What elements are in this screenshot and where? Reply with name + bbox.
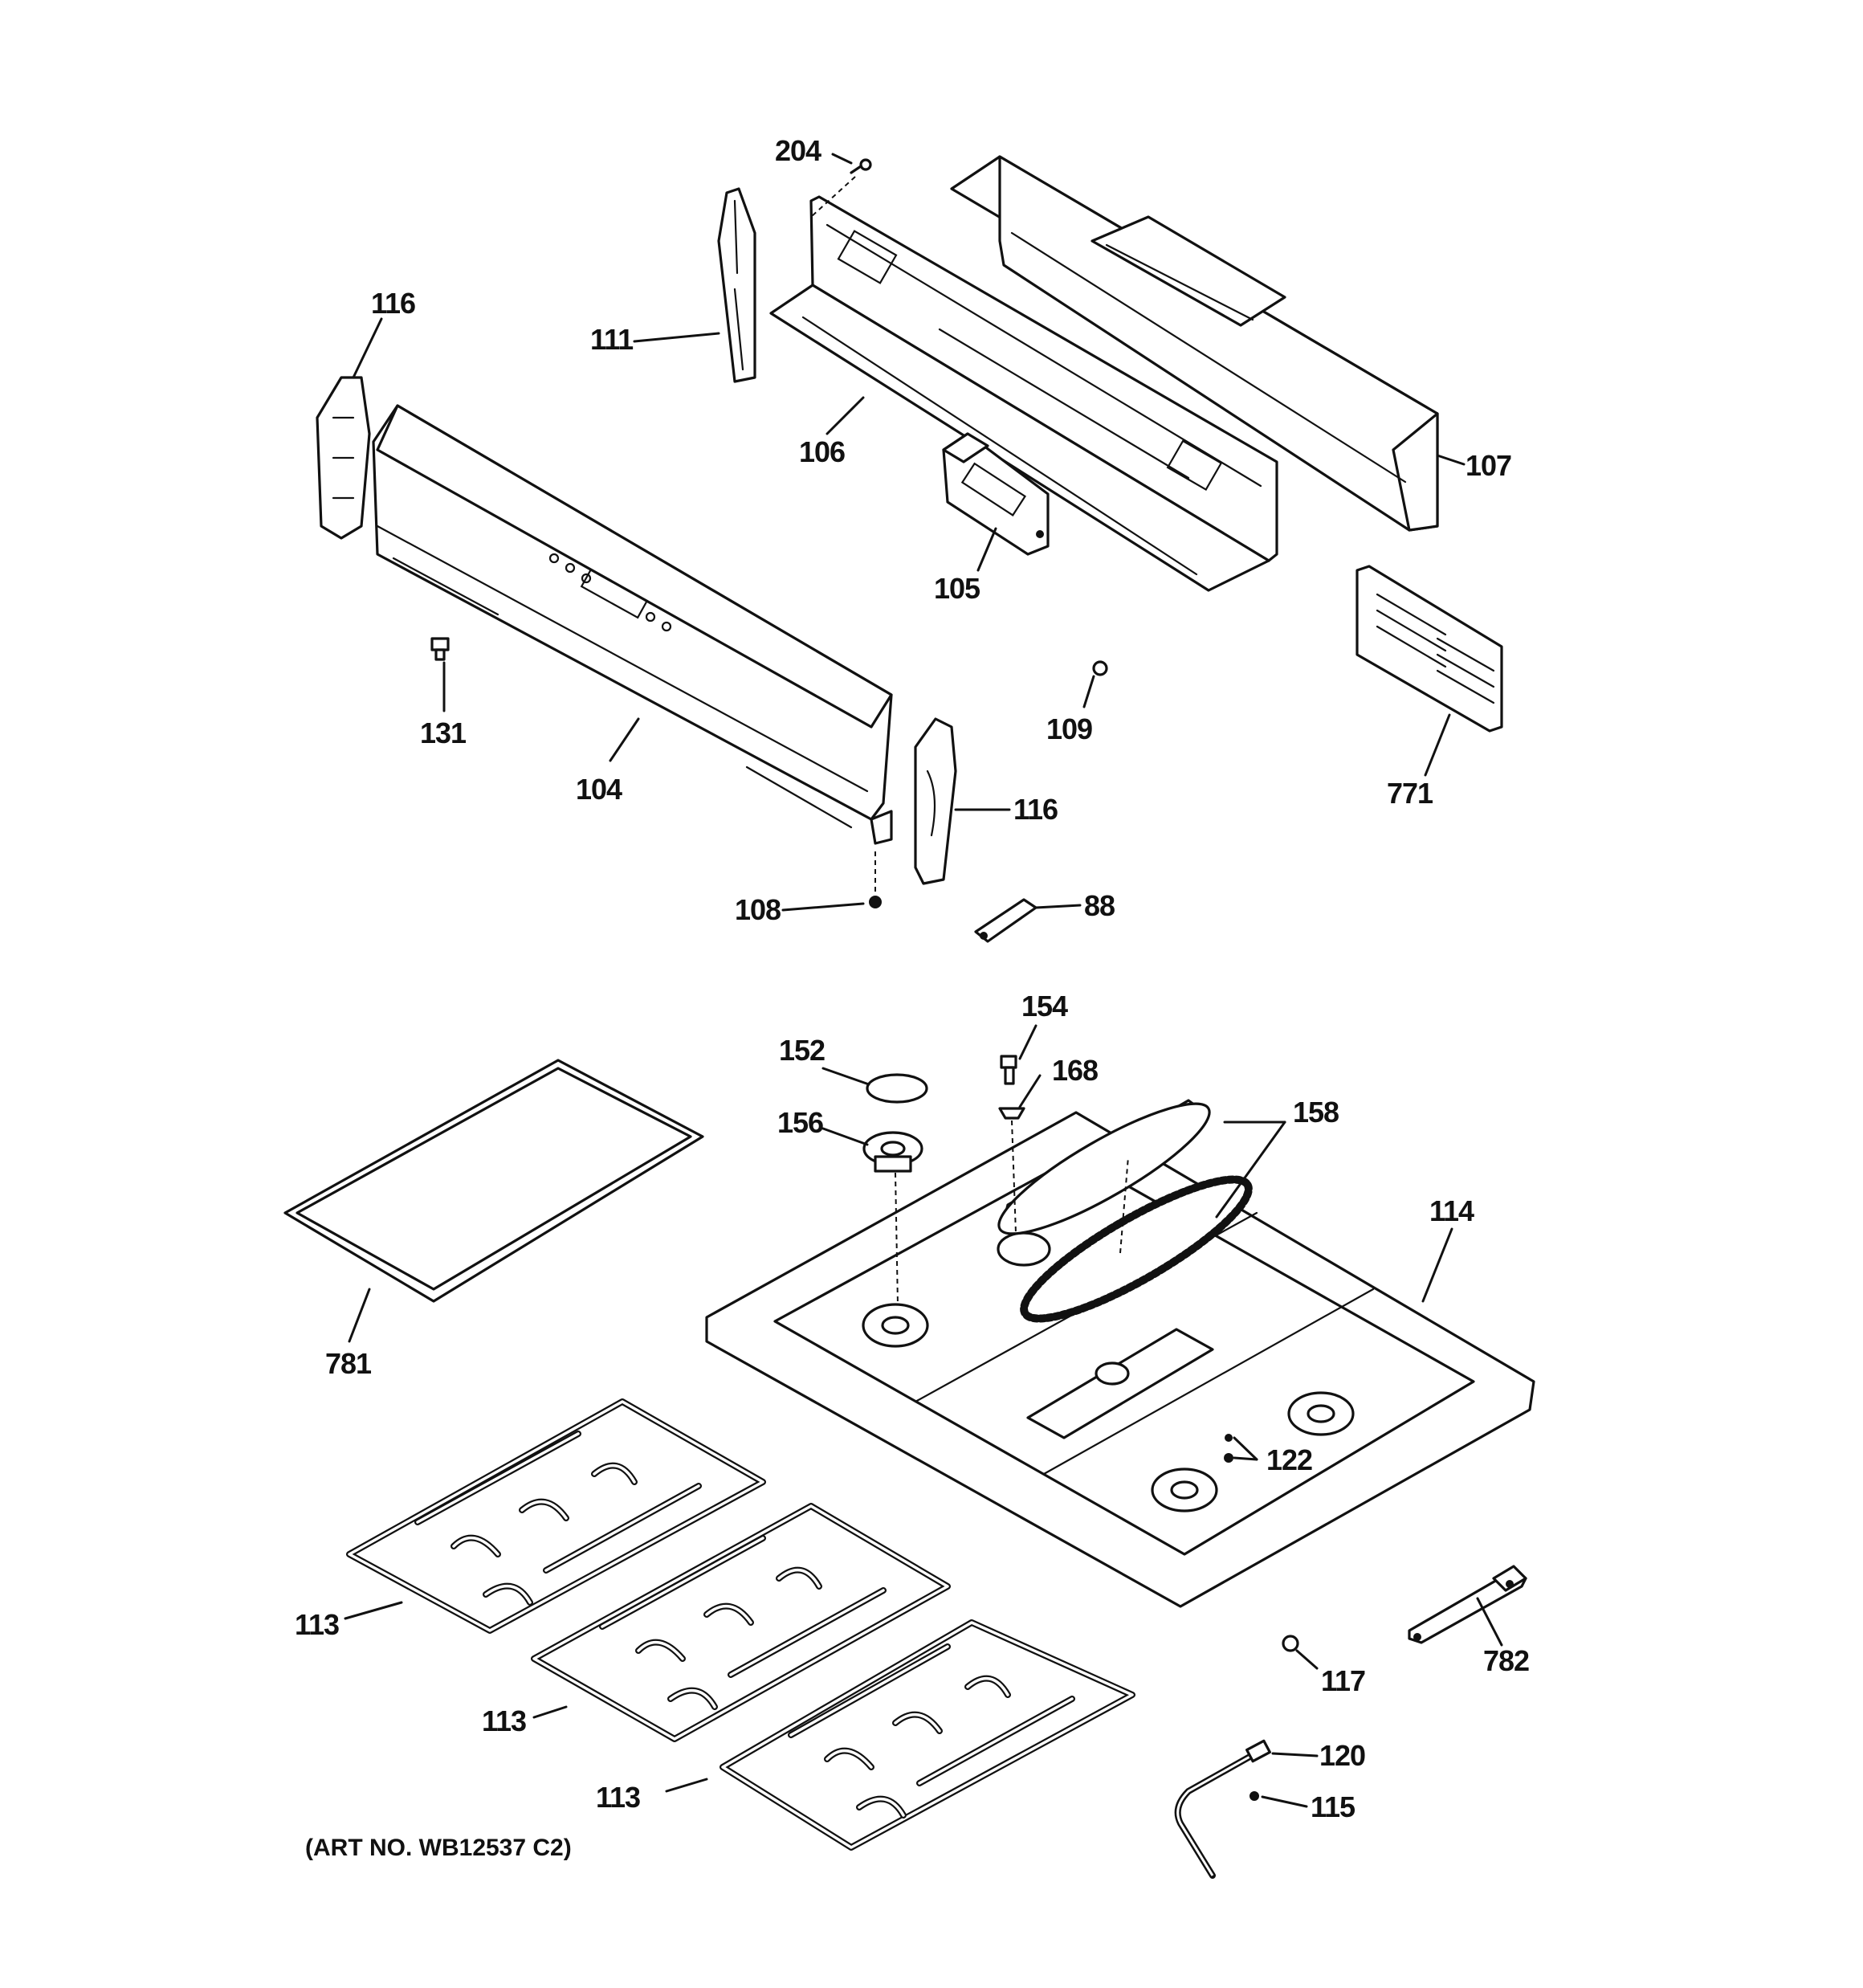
callout-771: 771 — [1387, 777, 1433, 810]
part-168-nut — [998, 1107, 1025, 1234]
callout-88: 88 — [1084, 889, 1115, 922]
part-88-clip — [974, 898, 1037, 943]
part-158-oval-burner — [997, 1099, 1253, 1323]
callout-204: 204 — [775, 134, 821, 167]
callout-107: 107 — [1466, 449, 1511, 482]
part-122-screws — [1224, 1434, 1233, 1463]
callout-158: 158 — [1293, 1096, 1339, 1129]
part-113-grate-1 — [346, 1398, 766, 1634]
callout-131: 131 — [420, 716, 467, 749]
part-116-left-endcap — [316, 376, 371, 540]
callout-782: 782 — [1483, 1644, 1529, 1677]
callout-120: 120 — [1319, 1739, 1365, 1772]
callout-109: 109 — [1046, 712, 1092, 745]
part-114-cooktop — [705, 1111, 1535, 1608]
callout-113-third: 113 — [596, 1781, 640, 1814]
part-204-screw — [810, 158, 872, 218]
callout-104: 104 — [576, 773, 622, 806]
part-782-bracket — [1408, 1565, 1527, 1644]
callout-156: 156 — [777, 1106, 823, 1139]
part-107-rear-cover — [950, 155, 1439, 532]
callout-116-right: 116 — [1013, 793, 1058, 826]
part-131-screw — [430, 637, 450, 661]
callout-122: 122 — [1266, 1443, 1312, 1476]
callout-781: 781 — [325, 1347, 372, 1380]
part-106-rear-panel — [769, 195, 1278, 592]
part-113-grate-3 — [720, 1619, 1135, 1851]
callout-105: 105 — [934, 572, 980, 605]
part-120-tube — [1174, 1739, 1271, 1879]
part-108-screw — [869, 851, 882, 908]
leader-lines — [344, 153, 1503, 1808]
part-116-right-endcap — [914, 717, 957, 885]
part-109-clip — [1092, 660, 1108, 676]
callout-116-top: 116 — [371, 287, 415, 320]
part-105-control — [942, 432, 1050, 556]
part-115-screw — [1249, 1791, 1259, 1801]
part-152-burner-cap — [866, 1073, 928, 1104]
callout-labels: 204 111 116 106 107 105 131 104 109 771 … — [295, 134, 1530, 1823]
part-154-igniter — [1000, 1055, 1017, 1085]
callout-154: 154 — [1021, 990, 1068, 1023]
art-number: (ART NO. WB12537 C2) — [305, 1835, 572, 1861]
callout-111: 111 — [590, 323, 634, 356]
callout-117: 117 — [1321, 1664, 1365, 1697]
part-781-griddle — [283, 1059, 704, 1303]
callout-106: 106 — [799, 435, 845, 468]
part-156-burner-head — [862, 1131, 923, 1306]
part-104-backsplash — [372, 404, 893, 845]
callout-152: 152 — [779, 1034, 825, 1067]
callout-108: 108 — [735, 893, 781, 926]
part-113-grate-2 — [531, 1503, 951, 1742]
callout-168: 168 — [1052, 1054, 1098, 1087]
callout-113-first: 113 — [295, 1608, 339, 1641]
part-117-nut — [1282, 1635, 1299, 1652]
callout-113-second: 113 — [482, 1704, 526, 1737]
callout-114: 114 — [1429, 1194, 1474, 1227]
part-111-bracket — [717, 187, 756, 383]
part-771-vent-grille — [1355, 565, 1503, 733]
callout-115: 115 — [1311, 1790, 1355, 1823]
